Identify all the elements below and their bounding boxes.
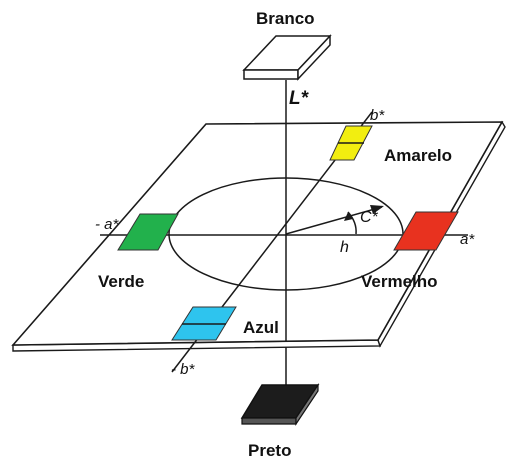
black-slab-edge (295, 383, 319, 426)
label-amarelo: Amarelo (384, 146, 452, 165)
white-slab-side (243, 69, 299, 80)
label-chroma: C* (360, 209, 379, 226)
white-slab-edge (297, 34, 331, 81)
label-azul: Azul (243, 318, 279, 337)
green-swatch (117, 213, 179, 251)
label-a-positive: a* (460, 231, 475, 248)
red-swatch (393, 211, 459, 251)
black-slab-side (241, 417, 297, 425)
label-b-negative: - b* (171, 361, 196, 378)
label-hue: h (340, 239, 349, 256)
hue-angle-arc (347, 211, 357, 235)
label-a-negative: - a* (95, 216, 120, 233)
label-preto: Preto (248, 441, 291, 460)
label-verde: Verde (98, 272, 144, 291)
chroma-arrowhead (370, 205, 384, 214)
hue-angle-arrowhead (344, 212, 353, 221)
chroma-vector (285, 206, 383, 235)
label-b-positive: b* (370, 107, 385, 124)
label-vermelho: Vermelho (361, 272, 438, 291)
label-lightness-axis: L* (289, 88, 310, 109)
label-branco: Branco (256, 9, 315, 28)
color-plane (11, 121, 504, 346)
